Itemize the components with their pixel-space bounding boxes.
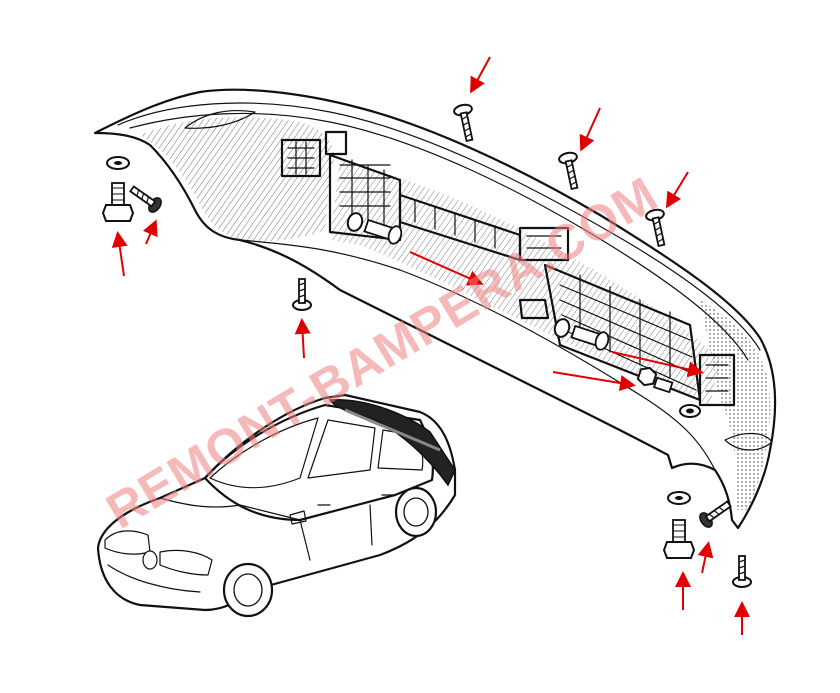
right-bracket bbox=[518, 263, 736, 407]
screw-icon bbox=[699, 500, 732, 528]
screw-icon bbox=[645, 208, 666, 248]
center-bracket bbox=[398, 193, 570, 262]
screw-icon bbox=[558, 151, 579, 191]
arrow-icon bbox=[294, 318, 311, 359]
screw-icon bbox=[453, 103, 474, 143]
arrow-icon bbox=[142, 219, 158, 245]
bolt-icon bbox=[101, 182, 135, 222]
bolt-icon bbox=[636, 366, 674, 394]
bumper-cover bbox=[93, 88, 777, 530]
screw-icon bbox=[292, 278, 312, 311]
arrow-icon bbox=[111, 231, 128, 277]
arrow-icon bbox=[611, 351, 704, 378]
left-bracket bbox=[280, 130, 402, 242]
washer-icon bbox=[679, 404, 701, 418]
bolt-icon bbox=[553, 318, 610, 351]
screw-icon bbox=[129, 185, 162, 213]
washer-icon bbox=[667, 491, 691, 505]
hatchback-car bbox=[96, 393, 457, 618]
arrow-group bbox=[111, 56, 750, 635]
arrow-icon bbox=[665, 171, 689, 209]
bolt-icon bbox=[346, 212, 403, 245]
arrow-icon bbox=[470, 56, 491, 94]
arrow-icon bbox=[409, 251, 484, 286]
arrow-icon bbox=[697, 541, 714, 574]
arrow-icon bbox=[552, 371, 636, 391]
arrow-icon bbox=[579, 107, 601, 152]
washer-icon bbox=[106, 156, 130, 170]
bolt-icon bbox=[662, 519, 696, 559]
screw-icon bbox=[732, 555, 752, 588]
